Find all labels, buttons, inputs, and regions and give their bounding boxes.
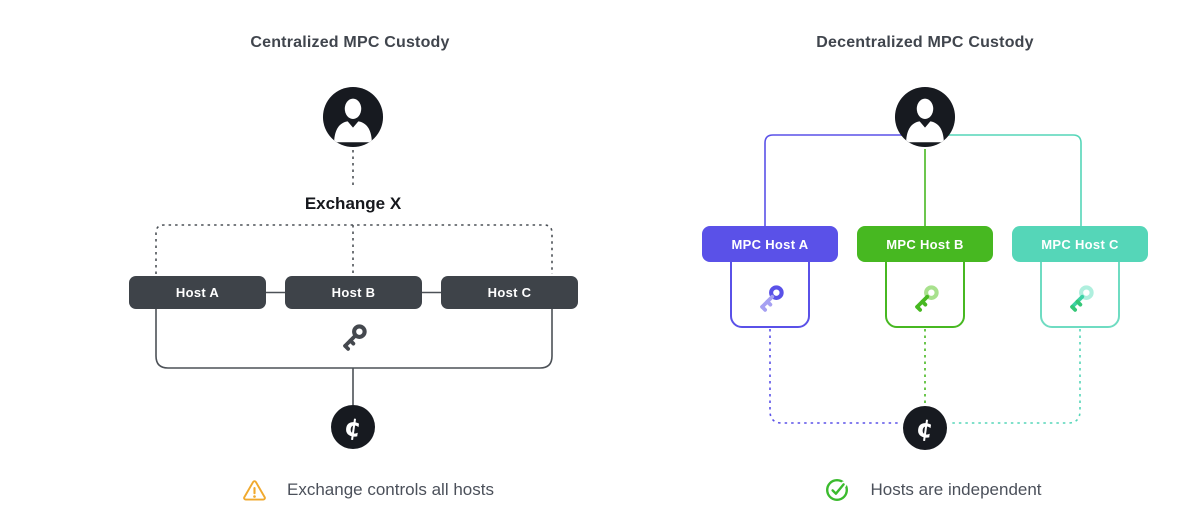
host-b-label: Host B xyxy=(331,285,376,300)
crypto-coin-icon: ¢ xyxy=(331,405,375,449)
host-c-label: Host C xyxy=(487,285,532,300)
key-icon xyxy=(915,285,939,312)
left-dashed-bracket xyxy=(155,224,553,274)
mpc-host-c-label: MPC Host C xyxy=(1041,236,1119,252)
mpc-host-b-badge: MPC Host B xyxy=(857,226,993,262)
mpc-host-a-label: MPC Host A xyxy=(731,236,809,252)
person-icon xyxy=(322,86,384,148)
person-icon xyxy=(894,86,956,148)
left-caption-text: Exchange controls all hosts xyxy=(287,480,494,499)
host-a-label: Host A xyxy=(175,285,220,300)
left-solid-bracket xyxy=(155,309,553,405)
right-dashed-host-a xyxy=(769,329,901,424)
mpc-host-c-badge: MPC Host C xyxy=(1012,226,1148,262)
warning-triangle-icon xyxy=(243,479,266,500)
left-panel-title: Centralized MPC Custody xyxy=(250,34,450,51)
svg-text:¢: ¢ xyxy=(914,413,935,444)
left-caption: Exchange controls all hosts xyxy=(168,477,568,503)
key-icon xyxy=(760,285,784,312)
host-b-box: Host B xyxy=(285,276,422,309)
check-circle-icon xyxy=(826,478,849,502)
key-icon xyxy=(1070,285,1094,312)
right-panel-title: Decentralized MPC Custody xyxy=(816,34,1034,51)
exchange-label: Exchange X xyxy=(304,194,402,213)
right-caption-text: Hosts are independent xyxy=(870,480,1042,499)
mpc-host-a-badge: MPC Host A xyxy=(702,226,838,262)
mpc-host-b-label: MPC Host B xyxy=(886,236,964,252)
right-line-host-a xyxy=(764,134,923,226)
svg-text:¢: ¢ xyxy=(342,412,363,443)
host-c-box: Host C xyxy=(441,276,578,309)
right-dashed-host-c xyxy=(949,329,1081,424)
host-a-box: Host A xyxy=(129,276,266,309)
key-icon xyxy=(343,324,367,351)
right-line-host-c xyxy=(925,134,1082,226)
right-caption: Hosts are independent xyxy=(733,477,1133,503)
crypto-coin-icon: ¢ xyxy=(903,406,947,450)
